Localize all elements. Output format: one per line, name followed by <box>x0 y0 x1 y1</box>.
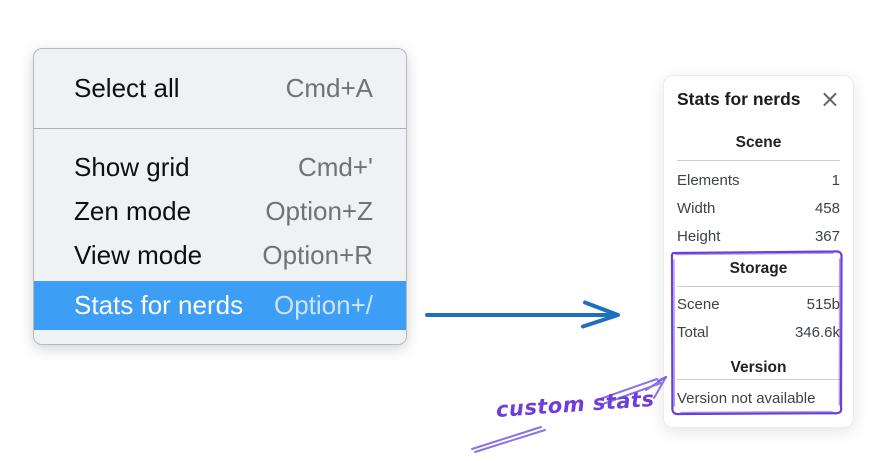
stat-row-width: Width 458 <box>677 194 840 222</box>
menu-item-zen-mode[interactable]: Zen mode Option+Z <box>34 189 406 233</box>
menu-item-label: View mode <box>74 239 203 270</box>
stat-value: 367 <box>814 227 840 245</box>
menu-item-label: Stats for nerds <box>74 290 244 320</box>
stat-value: 346.6k <box>794 323 840 341</box>
context-menu: Select all Cmd+A Show grid Cmd+' Zen mod… <box>33 48 407 345</box>
section-divider <box>677 160 840 161</box>
section-divider <box>677 286 840 287</box>
menu-item-shortcut: Cmd+' <box>297 151 373 182</box>
stat-label: Width <box>677 199 716 217</box>
menu-item-label: Select all <box>74 73 180 103</box>
menu-item-label: Show grid <box>74 151 190 182</box>
menu-item-shortcut: Option+R <box>262 239 373 270</box>
section-heading-scene: Scene <box>735 134 782 151</box>
menu-item-shortcut: Option+Z <box>265 195 373 226</box>
stat-row-elements: Elements 1 <box>677 166 840 194</box>
stat-value: 515b <box>806 295 840 313</box>
section-heading-version: Version <box>730 359 787 376</box>
stat-label: Height <box>677 227 721 245</box>
stat-value: 1 <box>831 171 840 189</box>
annotation-label: custom stats <box>495 386 656 422</box>
menu-item-shortcut: Cmd+A <box>285 73 373 103</box>
menu-item-stats-for-nerds[interactable]: Stats for nerds Option+/ <box>34 281 406 330</box>
stat-row-total-storage: Total 346.6k <box>677 318 840 346</box>
stat-label: Elements <box>677 171 740 189</box>
stats-panel-header: Stats for nerds × <box>677 86 840 112</box>
stats-panel: Stats for nerds × Scene Elements 1 Width… <box>663 75 854 428</box>
version-status-text: Version not available <box>677 390 816 407</box>
stat-row-height: Height 367 <box>677 222 840 250</box>
stats-panel-title: Stats for nerds <box>677 88 801 109</box>
menu-item-show-grid[interactable]: Show grid Cmd+' <box>34 145 406 189</box>
stat-value: 458 <box>814 199 840 217</box>
close-icon[interactable]: × <box>819 85 840 113</box>
stat-row-scene-storage: Scene 515b <box>677 290 840 318</box>
stat-label: Scene <box>677 295 720 313</box>
menu-item-view-mode[interactable]: View mode Option+R <box>34 233 406 277</box>
stat-label: Total <box>677 323 709 341</box>
flow-arrow-icon <box>425 300 620 329</box>
section-divider <box>677 379 840 380</box>
section-heading-storage: Storage <box>729 260 788 277</box>
menu-item-select-all[interactable]: Select all Cmd+A <box>34 49 406 128</box>
menu-divider <box>34 128 406 129</box>
menu-item-shortcut: Option+/ <box>273 290 373 320</box>
menu-item-label: Zen mode <box>74 195 192 226</box>
